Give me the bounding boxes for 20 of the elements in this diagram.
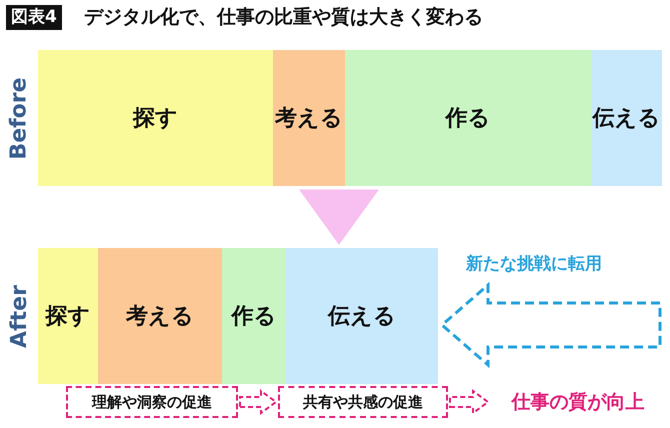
- figure-number-badge: 図表4: [6, 5, 62, 30]
- result-text: 仕事の質が向上: [490, 386, 666, 418]
- triangle-arrow: [299, 190, 379, 245]
- hollow-arrow: [239, 389, 278, 415]
- bar-segment: 作る: [345, 50, 591, 186]
- bar-segment: 伝える: [591, 50, 662, 186]
- bar-segment: 探す: [38, 50, 273, 186]
- bar-segment: 考える: [273, 50, 345, 186]
- hollow-arrow: [449, 389, 490, 415]
- row-heading: After: [6, 284, 32, 348]
- bar-segment: 伝える: [286, 248, 438, 384]
- note-text: 新たな挑戦に転用: [466, 253, 602, 275]
- hollow-arrow: [440, 282, 662, 368]
- title: デジタル化で、仕事の比重や質は大きく変わる: [84, 5, 483, 30]
- row-heading: Before: [6, 76, 32, 160]
- bar-segment: 探す: [38, 248, 98, 384]
- bar-segment: 作る: [222, 248, 286, 384]
- dashed-box: 理解や洞察の促進: [66, 386, 238, 418]
- bar-segment: 考える: [98, 248, 222, 384]
- dashed-box: 共有や共感の促進: [278, 386, 448, 418]
